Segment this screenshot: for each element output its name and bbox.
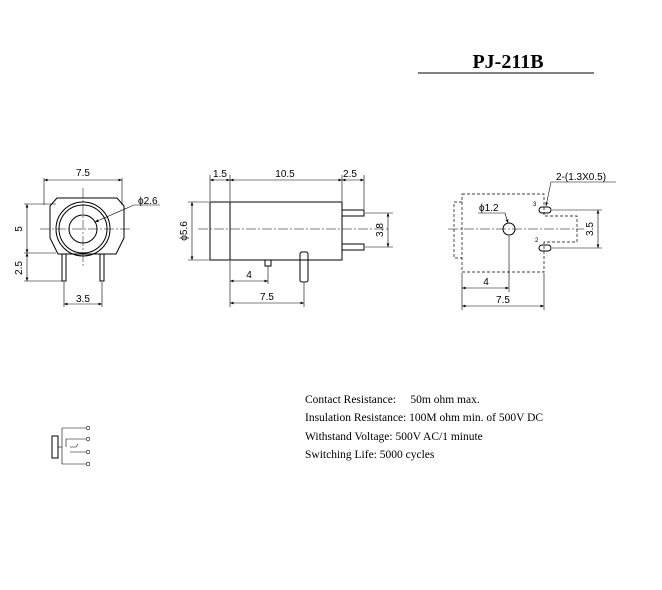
dim-terminal-span: 3.8 xyxy=(375,223,386,237)
footprint-outline xyxy=(461,193,578,273)
dim-body-dia: ϕ5.6 xyxy=(179,221,190,241)
side-flange xyxy=(209,201,231,261)
specifications: Contact Resistance: 50m ohm max. Insulat… xyxy=(305,394,543,461)
dim-pin-spacing: 3.5 xyxy=(76,294,90,305)
front-view: 7.5 5 2.5 3.5 ϕ2.6 xyxy=(14,168,160,307)
schematic-terminal xyxy=(85,461,91,467)
leader-hole-spec xyxy=(545,181,552,207)
side-terminal-top xyxy=(341,209,365,217)
side-pin xyxy=(299,251,309,283)
slot-top-label: 3 xyxy=(533,202,537,208)
footprint-slot-bottom xyxy=(538,244,552,252)
side-view: 1.5 10.5 2.5 ϕ5.6 3.8 4 7.5 xyxy=(179,169,393,307)
side-body xyxy=(229,201,343,261)
spec-withstand-voltage: Withstand Voltage: 500V AC/1 minute xyxy=(305,431,483,443)
dim-front-width: 7.5 xyxy=(76,168,90,179)
leader-post-dia xyxy=(504,212,509,224)
dim-pin-span: 7.5 xyxy=(260,292,274,303)
dim-post-offset: 4 xyxy=(483,277,489,288)
footprint-view: 3 2 2-(1.3X0.5) ϕ1.2 3.5 4 7.5 xyxy=(448,172,616,310)
schematic-terminal xyxy=(85,449,91,455)
footprint-slot-top xyxy=(538,206,552,214)
dim-hole-spec: 2-(1.3X0.5) xyxy=(556,172,606,183)
schematic-contacts xyxy=(61,427,86,465)
schematic-jack-body xyxy=(51,435,59,459)
spec-contact-resistance: Contact Resistance: 50m ohm max. xyxy=(305,394,480,406)
spec-switching-life: Switching Life: 5000 cycles xyxy=(305,449,435,461)
footprint-post-hole xyxy=(502,222,516,236)
dim-footprint-width: 7.5 xyxy=(496,295,510,306)
schematic-symbol xyxy=(51,425,91,467)
dim-slot-spacing: 3.5 xyxy=(585,222,596,236)
dim-pin-height: 2.5 xyxy=(14,261,25,275)
front-pin-right xyxy=(99,253,105,282)
schematic-terminal xyxy=(85,436,91,442)
side-locating-post xyxy=(264,259,272,267)
part-number-title: PJ-211B xyxy=(472,51,543,73)
schematic-terminal xyxy=(85,425,91,431)
dim-flange: 1.5 xyxy=(213,169,227,180)
spec-insulation-resistance: Insulation Resistance: 100M ohm min. of … xyxy=(305,412,543,424)
side-terminal-bottom xyxy=(341,243,365,251)
dim-body-length: 10.5 xyxy=(275,169,295,180)
dim-hole-dia: ϕ2.6 xyxy=(138,196,158,207)
front-pin-left xyxy=(61,253,67,282)
leader-hole-dia xyxy=(94,204,135,223)
footprint-flange xyxy=(453,201,462,259)
dim-pin-offset: 4 xyxy=(246,270,252,281)
front-body-outline xyxy=(49,197,125,255)
slot-bottom-label: 2 xyxy=(535,238,539,244)
dim-terminal-length: 2.5 xyxy=(343,169,357,180)
dim-post-dia: ϕ1.2 xyxy=(479,203,499,214)
dim-front-height: 5 xyxy=(14,226,25,232)
